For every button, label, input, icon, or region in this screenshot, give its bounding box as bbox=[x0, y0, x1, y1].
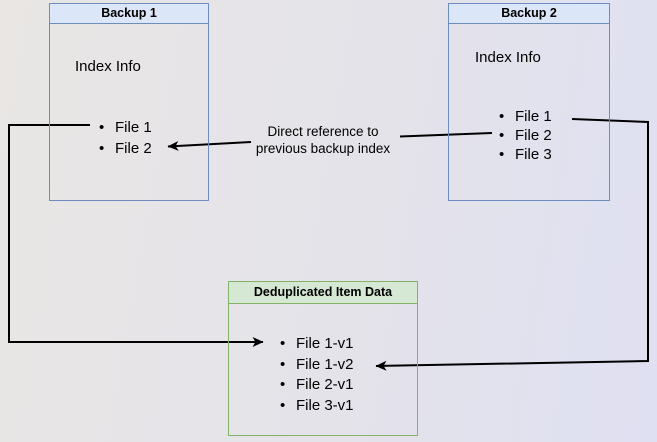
list-item: File 2-v1 bbox=[280, 375, 354, 396]
list-item: File 1-v2 bbox=[280, 355, 354, 376]
node-dedup-title: Deduplicated Item Data bbox=[229, 282, 417, 304]
node-deduplicated-item-data: Deduplicated Item Data File 1-v1 File 1-… bbox=[228, 281, 418, 436]
list-item: File 2 bbox=[499, 126, 552, 145]
bullet-icon bbox=[499, 108, 515, 125]
list-item-label: File 3 bbox=[515, 146, 552, 163]
bullet-icon bbox=[280, 376, 296, 393]
backup1-file-list: File 1 File 2 bbox=[99, 117, 152, 159]
list-item-label: File 2 bbox=[515, 127, 552, 144]
list-item-label: File 3-v1 bbox=[296, 396, 354, 414]
bullet-icon bbox=[280, 356, 296, 373]
node-backup-2: Backup 2 Index Info File 1 File 2 File 3 bbox=[448, 3, 610, 201]
backup1-index-info-label: Index Info bbox=[75, 58, 141, 75]
list-item: File 1 bbox=[99, 117, 152, 138]
bullet-icon bbox=[499, 146, 515, 163]
bullet-icon bbox=[280, 335, 296, 352]
edge-label-line2: previous backup index bbox=[255, 141, 391, 156]
list-item: File 3 bbox=[499, 145, 552, 164]
bullet-icon bbox=[280, 397, 296, 414]
list-item-label: File 2-v1 bbox=[296, 376, 354, 393]
dedup-file-list: File 1-v1 File 1-v2 File 2-v1 File 3-v1 bbox=[280, 334, 354, 416]
edge-label-line1: Direct reference to bbox=[267, 124, 379, 139]
node-backup-1-title: Backup 1 bbox=[50, 4, 208, 24]
bullet-icon bbox=[99, 119, 115, 136]
list-item-label: File 1-v1 bbox=[296, 335, 354, 352]
backup2-file-list: File 1 File 2 File 3 bbox=[499, 107, 552, 164]
list-item-label: File 1 bbox=[515, 108, 552, 125]
bullet-icon bbox=[499, 127, 515, 144]
edge-label-direct-reference: Direct reference to previous backup inde… bbox=[243, 123, 403, 157]
list-item-label: File 2 bbox=[115, 140, 152, 157]
list-item: File 2 bbox=[99, 138, 152, 159]
list-item: File 1 bbox=[499, 107, 552, 126]
node-backup-2-title: Backup 2 bbox=[449, 4, 609, 24]
backup2-index-info-label: Index Info bbox=[475, 49, 541, 66]
bullet-icon bbox=[99, 140, 115, 157]
node-backup-1: Backup 1 Index Info File 1 File 2 bbox=[49, 3, 209, 201]
list-item: File 3-v1 bbox=[280, 396, 354, 417]
list-item-label: File 1-v2 bbox=[296, 355, 354, 373]
list-item-label: File 1 bbox=[115, 119, 152, 136]
list-item: File 1-v1 bbox=[280, 334, 354, 355]
